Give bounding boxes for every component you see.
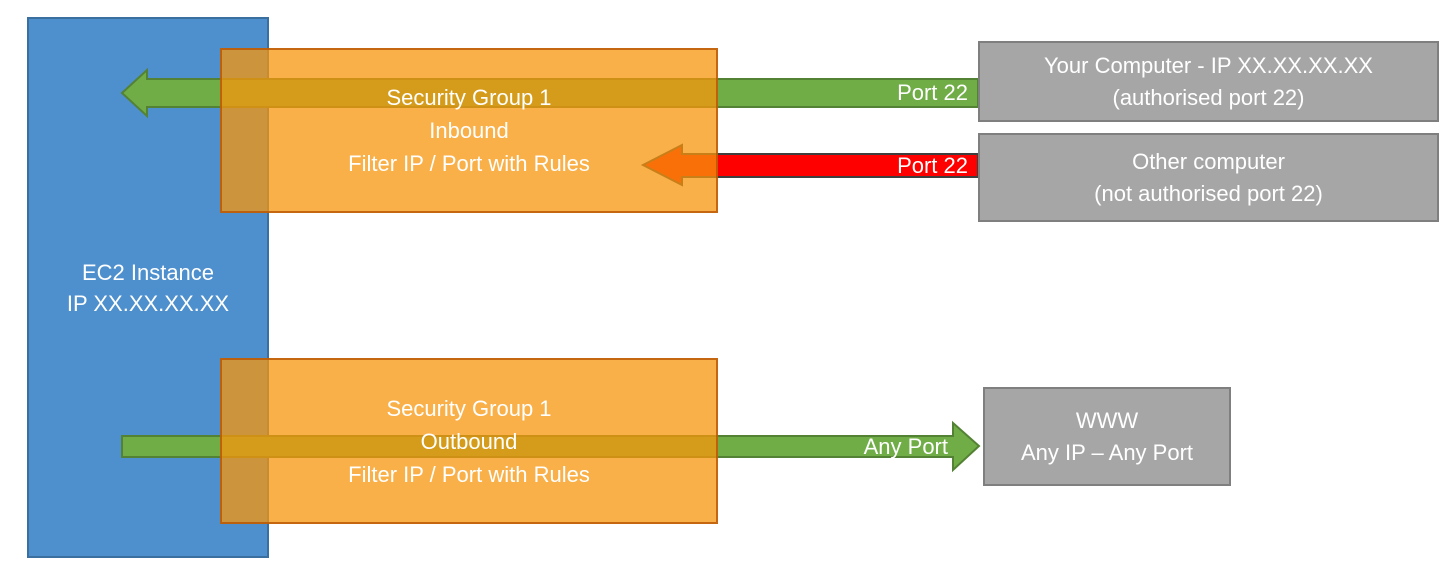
outbound-port-label: Any Port <box>863 434 948 459</box>
ec2-instance-title: EC2 Instance <box>81 259 215 285</box>
security-group-outbound-title: Security Group 1 <box>386 395 552 421</box>
security-group-outbound-description: Filter IP / Port with Rules <box>348 461 590 487</box>
security-group-outbound-direction: Outbound <box>420 428 518 454</box>
inbound-blocked-port-label: Port 22 <box>897 153 968 178</box>
your-computer-title: Your Computer - IP XX.XX.XX.XX <box>1044 52 1373 78</box>
other-computer-title: Other computer <box>1132 148 1285 174</box>
your-computer-box: Your Computer - IP XX.XX.XX.XX (authoris… <box>978 41 1439 122</box>
other-computer-note: (not authorised port 22) <box>1094 180 1323 206</box>
inbound-allowed-port-label: Port 22 <box>897 80 968 105</box>
security-group-inbound-box: Security Group 1 Inbound Filter IP / Por… <box>220 48 718 213</box>
security-group-inbound-description: Filter IP / Port with Rules <box>348 151 590 176</box>
security-group-inbound-title: Security Group 1 <box>386 85 552 110</box>
your-computer-note: (authorised port 22) <box>1112 84 1305 110</box>
security-group-outbound-box: Security Group 1 Outbound Filter IP / Po… <box>220 358 718 524</box>
www-note: Any IP – Any Port <box>1020 439 1194 465</box>
www-box: WWW Any IP – Any Port <box>983 387 1231 486</box>
ec2-instance-ip: IP XX.XX.XX.XX <box>66 290 230 316</box>
www-title: WWW <box>1075 407 1139 433</box>
other-computer-box: Other computer (not authorised port 22) <box>978 133 1439 222</box>
security-group-inbound-direction: Inbound <box>429 118 509 143</box>
